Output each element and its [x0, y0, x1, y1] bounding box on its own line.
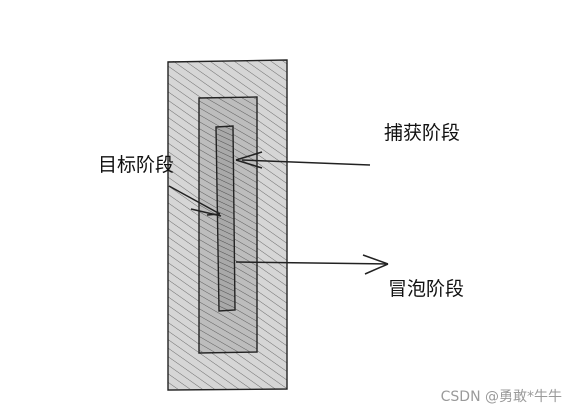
capture-stage-label: 捕获阶段 [384, 122, 461, 144]
watermark: CSDN @勇敢*牛牛 [440, 389, 562, 405]
bubble-stage-label: 冒泡阶段 [388, 278, 465, 300]
target-arrow [168, 185, 222, 217]
target-stage-label: 目标阶段 [98, 154, 175, 176]
bubble-arrow [235, 254, 389, 275]
inner-box [215, 125, 236, 312]
capture-arrow [235, 151, 371, 169]
